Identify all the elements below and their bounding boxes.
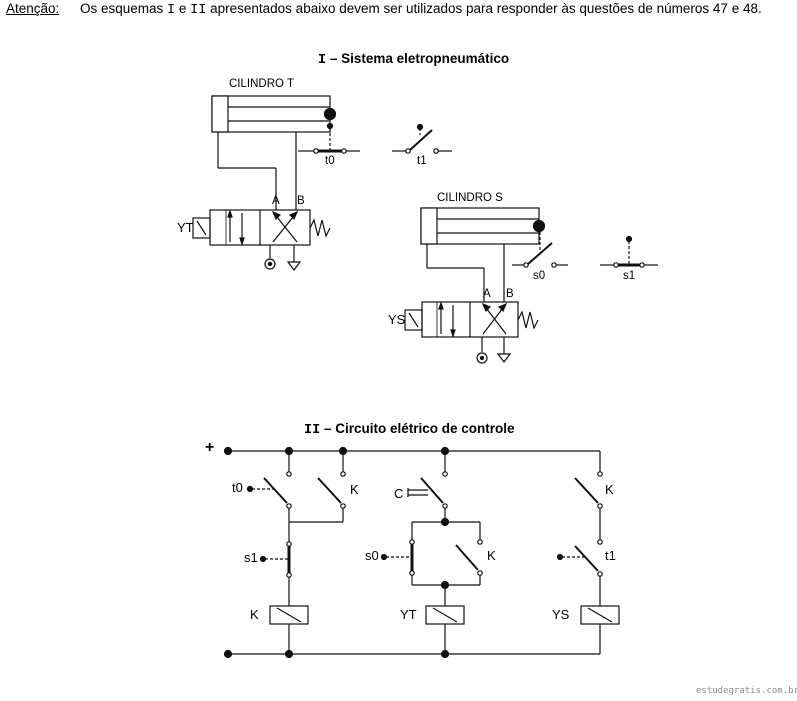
cylinder-s-label: CILINDRO S: [437, 192, 503, 204]
sensor-t0-label: t0: [325, 155, 335, 167]
sensor-s1-label: s1: [623, 270, 636, 282]
valve-s-port-b: B: [506, 288, 514, 300]
section-1-numeral: I: [318, 53, 327, 68]
sensor-t1-label: t1: [417, 155, 427, 167]
supply-positive-label: +: [205, 439, 215, 456]
section-2-numeral: II: [304, 423, 321, 438]
contact-s1-label: s1: [244, 550, 258, 565]
cylinder-t-label: CILINDRO T: [229, 78, 294, 90]
contact-c-label: C: [394, 486, 404, 501]
sensor-s0: [512, 232, 568, 268]
section-1-title-text: – Sistema eletropneumático: [326, 51, 510, 66]
contact-k3-label: K: [605, 482, 614, 497]
valve-t: [192, 209, 331, 271]
solenoid-ys-label: YS: [388, 312, 406, 327]
coil-k-label: K: [250, 607, 259, 622]
instruction-text-end: apresentados abaixo devem ser utilizados…: [206, 1, 762, 16]
valve-t-port-a: A: [272, 195, 280, 207]
valve-s: [404, 301, 539, 364]
sensor-s0-label: s0: [533, 270, 546, 282]
cylinder-s: [420, 207, 546, 302]
sensor-t0: [298, 122, 360, 154]
watermark: estudegratis.com.br: [696, 686, 797, 696]
contact-t0-label: t0: [232, 480, 243, 495]
scheme-1-mark: I: [167, 3, 176, 18]
valve-t-port-b: B: [297, 195, 305, 207]
contact-k2-label: K: [487, 548, 496, 563]
section-1-title: I – Sistema eletropneumático: [318, 51, 509, 68]
contact-k1-label: K: [350, 482, 359, 497]
scheme-2-mark: II: [190, 3, 207, 18]
branch-ys: [556, 451, 620, 654]
cylinder-t: [211, 95, 337, 210]
contact-t1-label: t1: [605, 548, 616, 563]
valve-s-port-a: A: [483, 288, 491, 300]
contact-s0-label: s0: [365, 548, 379, 563]
section-2-title-text: – Circuito elétrico de controle: [320, 421, 515, 436]
solenoid-yt-label: YT: [177, 220, 194, 235]
sensor-t1: [392, 123, 452, 154]
instruction-text-start: Os esquemas: [80, 1, 168, 16]
sensor-s1: [600, 235, 658, 268]
instruction-text: Os esquemas I e II apresentados abaixo d…: [80, 1, 762, 18]
branch-k: [246, 451, 346, 654]
instruction-conjunction: e: [175, 1, 191, 16]
coil-yt-label: YT: [400, 607, 417, 622]
coil-ys-label: YS: [552, 607, 570, 622]
section-2-title: II – Circuito elétrico de controle: [304, 421, 515, 438]
supply-rails: [223, 446, 600, 659]
branch-yt: [380, 451, 483, 654]
attention-label: Atenção:: [6, 1, 60, 16]
